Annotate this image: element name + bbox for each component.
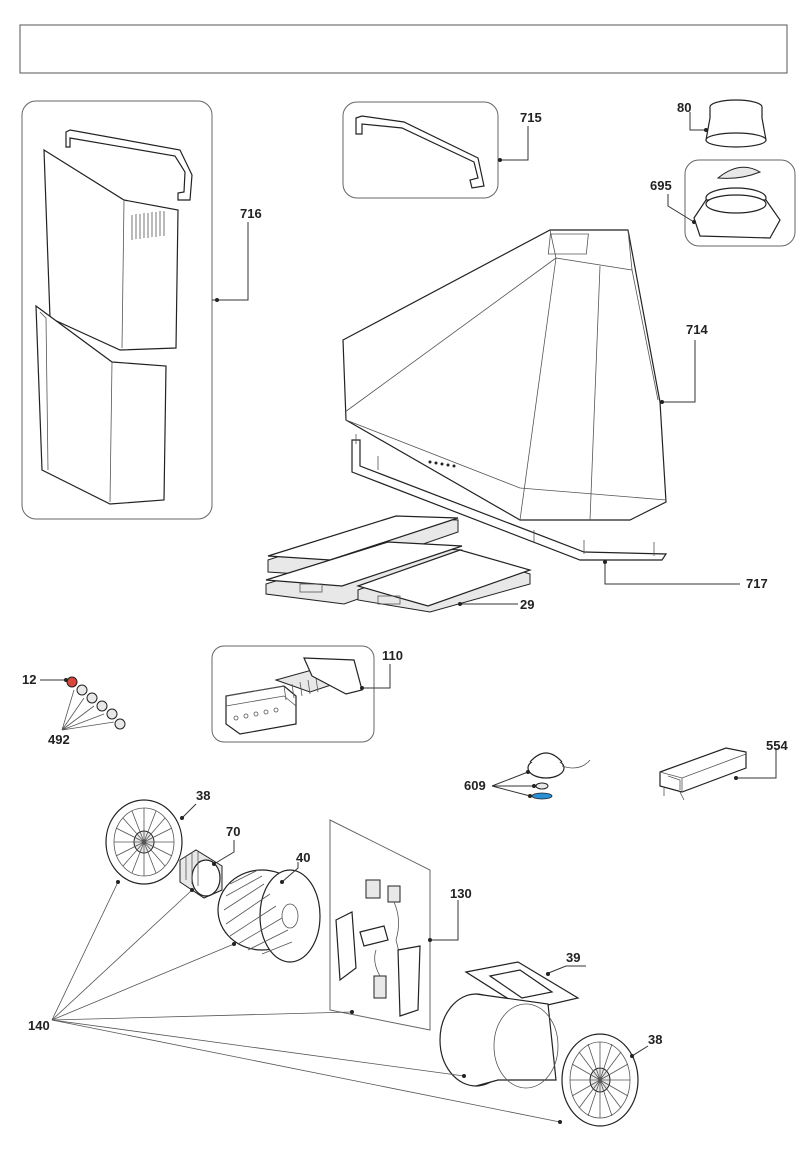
label-70: 70	[226, 824, 240, 839]
label-38-top: 38	[196, 788, 210, 803]
vent-slots	[131, 211, 165, 240]
label-717: 717	[746, 576, 768, 591]
red-knob	[66, 676, 78, 688]
label-29: 29	[520, 597, 534, 612]
part-38-fan-grille-top[interactable]: 38	[105, 788, 210, 885]
label-38-bottom: 38	[648, 1032, 662, 1047]
part-70-motor[interactable]: 70	[179, 824, 240, 899]
part-80-collar[interactable]: 80	[677, 99, 767, 148]
label-40: 40	[296, 850, 310, 865]
label-716: 716	[240, 206, 262, 221]
label-492: 492	[48, 732, 70, 747]
part-12-492-knobs[interactable]: 12 492	[22, 672, 126, 747]
label-695: 695	[650, 178, 672, 193]
part-110-control-board[interactable]: 110	[211, 645, 403, 743]
label-715: 715	[520, 110, 542, 125]
label-130: 130	[450, 886, 472, 901]
label-39: 39	[566, 950, 580, 965]
part-714-hood[interactable]: 714	[342, 229, 708, 521]
label-110: 110	[382, 648, 403, 663]
part-140-screws[interactable]: 140	[28, 880, 562, 1124]
part-40-impeller[interactable]: 40	[217, 850, 321, 963]
part-29-filters[interactable]: 29	[265, 515, 534, 613]
part-554-transformer[interactable]: 554	[659, 738, 788, 801]
part-38-fan-grille-bottom[interactable]: 38	[561, 1032, 662, 1127]
label-140: 140	[28, 1018, 50, 1033]
part-130-wiring-kit[interactable]: 130	[329, 819, 472, 1031]
label-80: 80	[677, 100, 691, 115]
label-12: 12	[22, 672, 36, 687]
part-609-lamp[interactable]: 609	[464, 752, 591, 800]
label-609: 609	[464, 778, 486, 793]
label-554: 554	[766, 738, 788, 753]
part-695-adapter[interactable]: 695	[650, 159, 796, 247]
part-39-housing[interactable]: 39	[439, 950, 586, 1089]
part-716-chimney[interactable]: 716	[21, 100, 262, 520]
label-714: 714	[686, 322, 708, 337]
lamp-lens	[531, 792, 553, 800]
header-frame	[19, 24, 788, 74]
part-717-rail[interactable]: 717	[351, 434, 768, 591]
part-715-bracket[interactable]: 715	[342, 101, 542, 199]
